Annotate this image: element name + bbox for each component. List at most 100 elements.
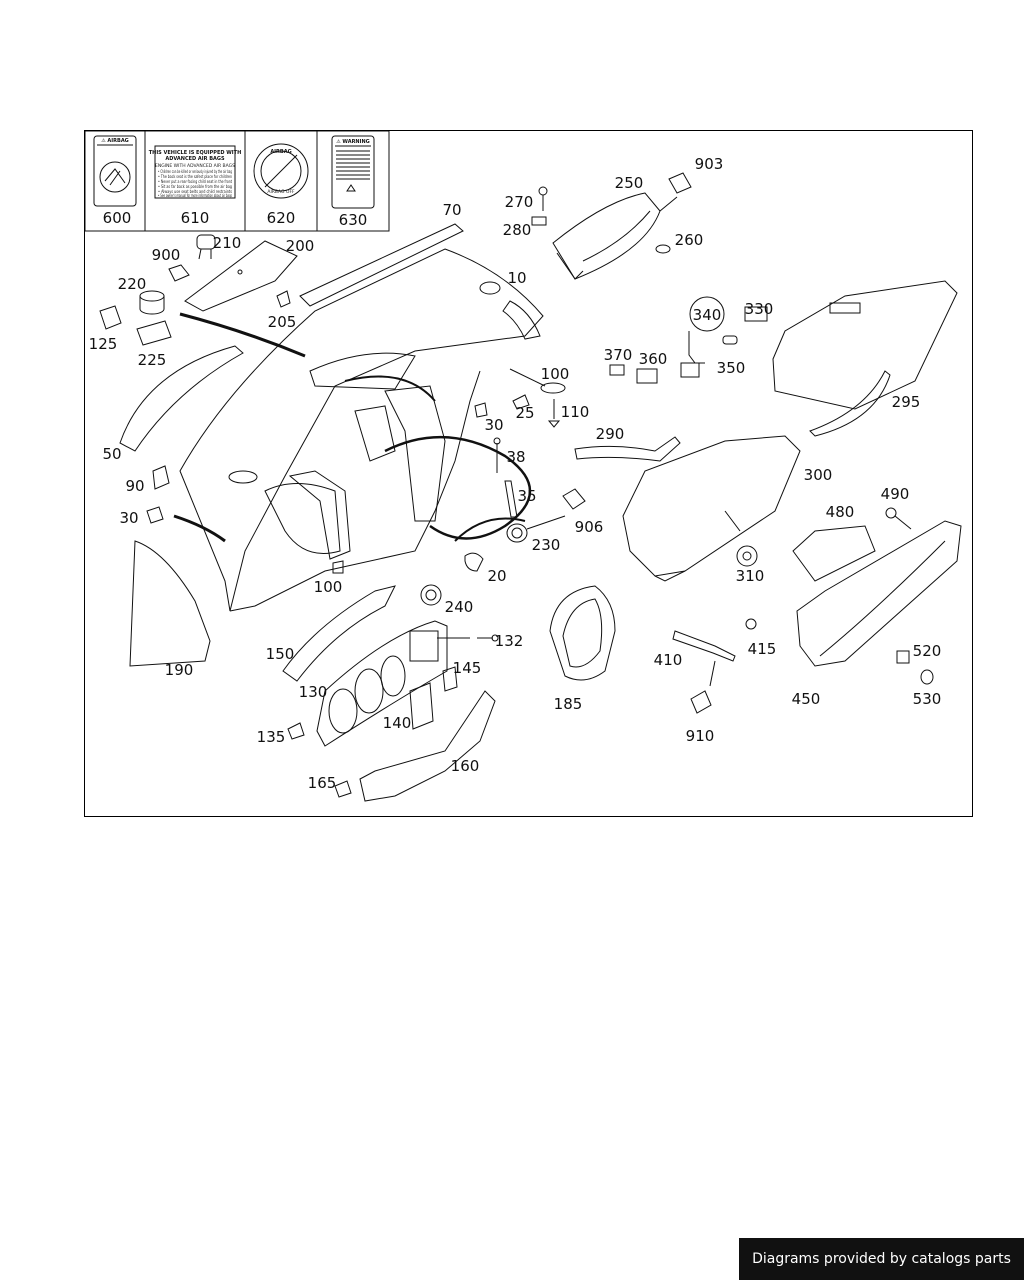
label-630: 630: [339, 211, 368, 229]
part-295-upper-glovebox: [772, 280, 958, 410]
sticker-610-bullet6: • See owner's manual for more informatio…: [158, 193, 232, 199]
part-410-sensor: [672, 630, 736, 662]
sticker-610-bullet4: • Sit as far back as possible from the a…: [158, 184, 232, 190]
label-220: 220: [118, 275, 147, 293]
leader-200: [179, 312, 306, 358]
label-360: 360: [639, 350, 668, 368]
part-900-tag: [168, 264, 190, 282]
label-620: 620: [267, 209, 296, 227]
label-490: 490: [881, 485, 910, 503]
part-250-airbag-module: [552, 192, 661, 280]
label-300: 300: [804, 466, 833, 484]
part-100-clip-lower: [332, 560, 344, 574]
part-330-bulb-holder: [744, 306, 768, 322]
part-205-clip: [276, 290, 291, 308]
label-160: 160: [451, 757, 480, 775]
label-90: 90: [125, 477, 144, 495]
part-10-dashboard: [179, 248, 544, 612]
label-350: 350: [717, 359, 746, 377]
label-900: 900: [152, 246, 181, 264]
sticker-610-line2: ADVANCED AIR BAGS: [165, 156, 225, 162]
label-25: 25: [515, 404, 534, 422]
airbag-sticker-600: [93, 135, 137, 207]
label-225: 225: [138, 351, 167, 369]
sticker-box-630: [316, 131, 390, 232]
part-145-cover: [442, 666, 458, 692]
part-70-defroster-trim: [299, 223, 464, 307]
label-280: 280: [503, 221, 532, 239]
part-50-side-panel: [119, 345, 244, 452]
label-125: 125: [89, 335, 118, 353]
callout-340-circle: [689, 296, 725, 332]
label-340: 340: [693, 306, 722, 324]
sticker-610-bullet3: • Never put a rear-facing child seat in …: [158, 179, 232, 185]
label-130: 130: [299, 683, 328, 701]
label-410: 410: [654, 651, 683, 669]
part-160-lower-trim: [359, 690, 496, 802]
part-370-switch: [609, 364, 625, 376]
part-520-bolt: [896, 650, 910, 664]
part-90-bracket: [152, 465, 170, 490]
label-132: 132: [495, 632, 524, 650]
part-140-lens: [409, 682, 434, 730]
label-310: 310: [736, 567, 765, 585]
label-600: 600: [103, 209, 132, 227]
sticker-610-bullet5: • Always use seat belts and child restra…: [158, 189, 232, 195]
label-150: 150: [266, 645, 295, 663]
footer-credit-bar: Diagrams provided by catalogs parts: [739, 1238, 1024, 1280]
label-210: 210: [213, 234, 242, 252]
label-270: 270: [505, 193, 534, 211]
label-480: 480: [826, 503, 855, 521]
part-225-pad: [136, 320, 172, 346]
part-260-grommet: [655, 244, 671, 254]
sticker-610-bullet1: • Children can be killed or seriously in…: [158, 169, 232, 175]
label-530: 530: [913, 690, 942, 708]
airbag-sticker-610: [154, 145, 236, 199]
part-230-ring: [506, 523, 528, 543]
cluster-display: [409, 630, 439, 662]
label-610: 610: [181, 209, 210, 227]
sticker-610-bullet2: • The back seat is the safest place for …: [158, 174, 232, 180]
label-906: 906: [575, 518, 604, 536]
label-910: 910: [686, 727, 715, 745]
part-906-tag: [562, 488, 586, 510]
warning-sticker-630: [331, 135, 375, 209]
sticker-620-bottom: AIRBAG OFF: [267, 189, 295, 195]
sticker-630-title: ⚠ WARNING: [336, 139, 370, 145]
part-903-tag: [668, 172, 692, 194]
label-330: 330: [745, 300, 774, 318]
part-310-gear: [736, 545, 758, 567]
part-240-knob: [420, 584, 442, 606]
label-370: 370: [604, 346, 633, 364]
part-350-connector: [680, 362, 700, 378]
label-30-left: 30: [119, 509, 138, 527]
cluster-gauge-right: [380, 655, 406, 697]
cluster-gauge-center: [354, 668, 384, 714]
label-185: 185: [554, 695, 583, 713]
label-200: 200: [286, 237, 315, 255]
sticker-620-top: AIRBAG: [270, 149, 291, 155]
part-910-tag: [690, 690, 712, 714]
part-190-side-cover: [129, 540, 211, 667]
part-270-screw: [538, 186, 548, 196]
sticker-610-line3: ENGINE WITH ADVANCED AIR BAGS: [155, 163, 235, 169]
label-50: 50: [102, 445, 121, 463]
part-135-clip: [287, 722, 305, 740]
label-100-top: 100: [541, 365, 570, 383]
part-25-clip: [512, 394, 530, 410]
part-415-screw: [745, 618, 757, 630]
part-10-right-vent: [502, 300, 541, 340]
part-280-nut: [531, 216, 547, 226]
label-250: 250: [615, 174, 644, 192]
center-console-frame: [288, 470, 351, 560]
part-530-washer: [920, 669, 934, 685]
part-100-nut: [540, 382, 566, 394]
label-205: 205: [268, 313, 297, 331]
left-vent-ring: [228, 470, 258, 484]
part-210-switch: [196, 234, 216, 250]
label-903: 903: [695, 155, 724, 173]
label-520: 520: [913, 642, 942, 660]
parts-diagram-frame: ⚠ AIRBAG THIS VEHICLE IS EQUIPPED WITH A…: [84, 130, 973, 817]
label-145: 145: [453, 659, 482, 677]
label-30-right: 30: [484, 416, 503, 434]
